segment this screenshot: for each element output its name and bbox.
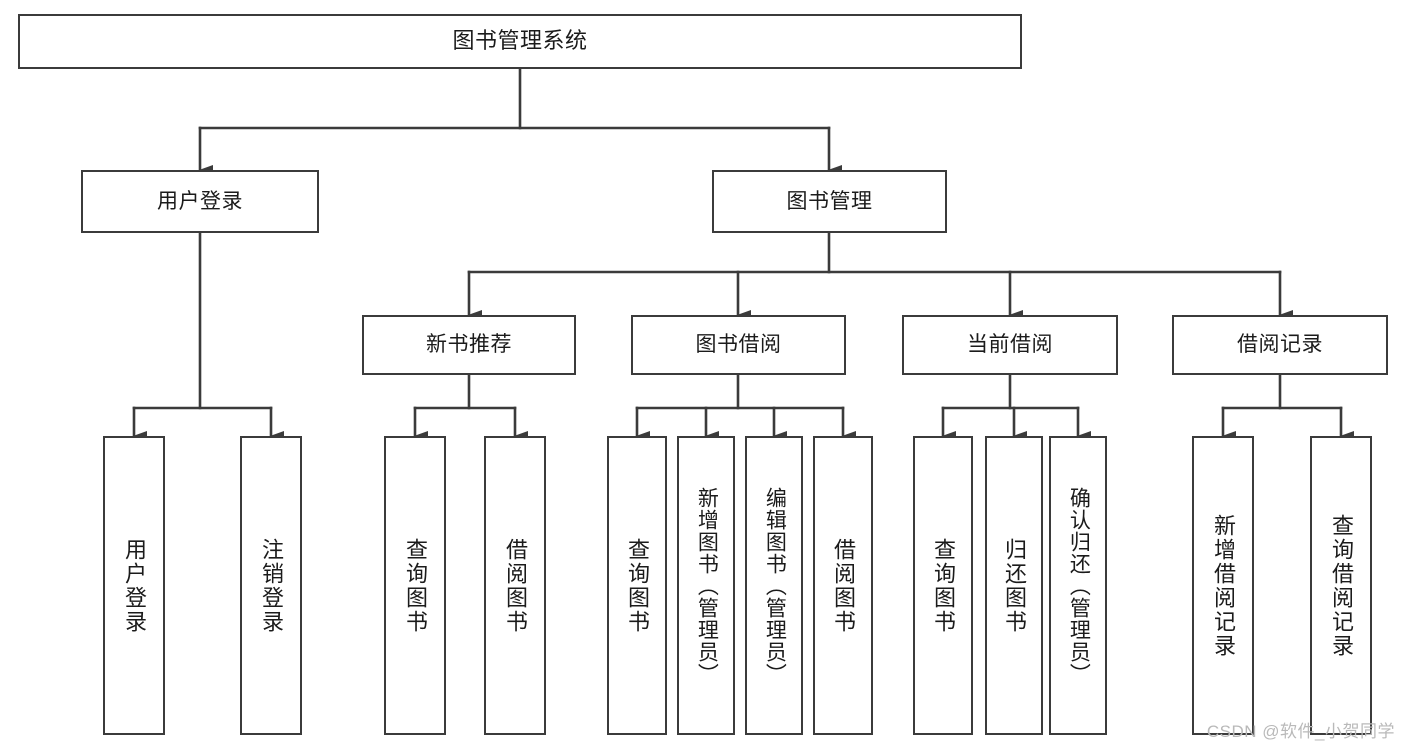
node-label: 图书借阅 xyxy=(695,333,782,357)
node-label: 用户登录 xyxy=(121,537,147,634)
node-label: 新书推荐 xyxy=(426,333,512,357)
node-level2-0[interactable]: 用户登录 xyxy=(81,170,319,233)
node-root[interactable]: 图书管理系统 xyxy=(18,14,1022,69)
node-label: 新增借阅记录 xyxy=(1210,513,1236,658)
node-label: 查询图书 xyxy=(930,537,956,634)
node-leaf-3[interactable]: 借阅图书 xyxy=(484,436,546,735)
node-leaf-12[interactable]: 查询借阅记录 xyxy=(1310,436,1372,735)
node-label: 确认归还（管理员） xyxy=(1067,486,1091,685)
node-leaf-1[interactable]: 注销登录 xyxy=(240,436,302,735)
node-level3-3[interactable]: 借阅记录 xyxy=(1172,315,1388,375)
node-leaf-8[interactable]: 查询图书 xyxy=(913,436,973,735)
node-leaf-5[interactable]: 新增图书（管理员） xyxy=(677,436,735,735)
node-leaf-11[interactable]: 新增借阅记录 xyxy=(1192,436,1254,735)
node-label: 编辑图书（管理员） xyxy=(763,486,787,685)
node-label: 借阅图书 xyxy=(502,537,528,634)
node-label: 查询借阅记录 xyxy=(1328,513,1354,658)
node-label: 用户登录 xyxy=(157,189,243,213)
node-leaf-7[interactable]: 借阅图书 xyxy=(813,436,873,735)
node-label: 归还图书 xyxy=(1001,537,1027,634)
node-label: 图书管理 xyxy=(786,189,873,213)
node-label: 图书管理系统 xyxy=(452,28,588,54)
node-label: 查询图书 xyxy=(624,537,650,634)
node-leaf-9[interactable]: 归还图书 xyxy=(985,436,1043,735)
node-level3-1[interactable]: 图书借阅 xyxy=(631,315,846,375)
node-leaf-6[interactable]: 编辑图书（管理员） xyxy=(745,436,803,735)
node-label: 注销登录 xyxy=(258,537,284,634)
node-label: 新增图书（管理员） xyxy=(695,486,719,685)
node-leaf-4[interactable]: 查询图书 xyxy=(607,436,667,735)
node-level3-2[interactable]: 当前借阅 xyxy=(902,315,1118,375)
node-label: 借阅记录 xyxy=(1237,333,1323,357)
node-leaf-2[interactable]: 查询图书 xyxy=(384,436,446,735)
csdn-watermark: CSDN @软件_小贺同学 xyxy=(1206,722,1395,741)
node-level2-1[interactable]: 图书管理 xyxy=(712,170,947,233)
node-label: 查询图书 xyxy=(402,537,428,634)
node-label: 借阅图书 xyxy=(830,537,856,634)
node-level3-0[interactable]: 新书推荐 xyxy=(362,315,576,375)
node-label: 当前借阅 xyxy=(967,333,1053,357)
node-leaf-0[interactable]: 用户登录 xyxy=(103,436,165,735)
node-leaf-10[interactable]: 确认归还（管理员） xyxy=(1049,436,1107,735)
